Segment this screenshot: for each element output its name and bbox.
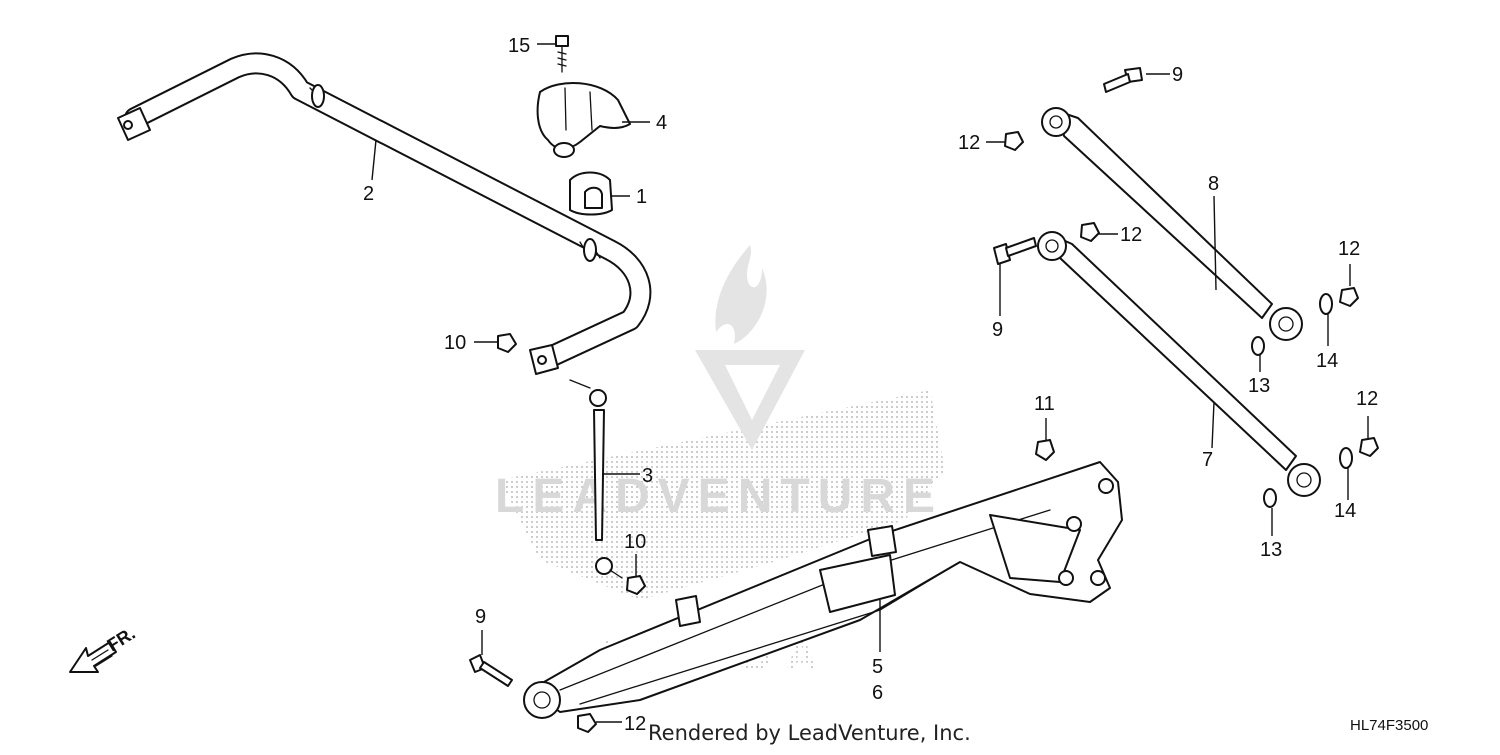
stabilizer-bar <box>117 52 652 375</box>
nut-10-b <box>626 575 646 595</box>
callout-9-arm-bolt: 9 <box>475 606 486 628</box>
bracket-4 <box>536 82 631 158</box>
rod-7 <box>1037 231 1321 497</box>
callout-4: 4 <box>656 112 667 134</box>
watermark-flame-icon <box>715 245 767 344</box>
callout-9-upper-bolt: 9 <box>1172 64 1183 86</box>
callout-14-upper: 14 <box>1316 350 1338 372</box>
watermark: LEADVENTURE HONDA <box>495 245 945 680</box>
diagram-code: HL74F3500 <box>1350 717 1428 734</box>
callout-15: 15 <box>508 35 530 57</box>
callout-9-mid-bolt: 9 <box>992 319 1003 341</box>
callout-14-lower: 14 <box>1334 500 1356 522</box>
nut-12-c <box>1080 222 1100 242</box>
trailing-arm <box>523 461 1123 719</box>
nut-12-a <box>577 713 597 733</box>
link-rod-3 <box>569 379 623 579</box>
bushing-1 <box>569 171 613 216</box>
bolt-9-a <box>469 654 513 687</box>
bolt-9-c <box>993 237 1037 265</box>
rod-8 <box>1041 107 1303 341</box>
callout-1: 1 <box>636 186 647 208</box>
watermark-v-logo-icon <box>695 350 805 450</box>
callout-6: 6 <box>872 682 883 704</box>
bolt-9-b <box>1103 67 1143 93</box>
front-arrow-icon <box>69 641 117 673</box>
callout-7: 7 <box>1202 449 1213 471</box>
watermark-text: LEADVENTURE <box>495 470 943 523</box>
washer-14-a <box>1319 293 1333 315</box>
watermark-honda-wing <box>500 390 945 600</box>
nut-11 <box>1035 439 1055 461</box>
callout-12-mid: 12 <box>1120 224 1142 246</box>
callouts: 15 4 1 2 10 3 10 9 12 5 6 9 12 8 12 9 12… <box>363 35 1378 735</box>
callout-12-upper-left: 12 <box>958 132 980 154</box>
render-credit: Rendered by LeadVenture, Inc. <box>648 721 971 745</box>
nut-12-e <box>1359 437 1379 457</box>
callout-12-arm-nut: 12 <box>624 713 646 735</box>
nut-10-a <box>497 333 517 353</box>
callout-13-upper: 13 <box>1248 375 1270 397</box>
callout-13-lower: 13 <box>1260 539 1282 561</box>
callout-11: 11 <box>1034 393 1055 415</box>
callout-12-right-lower: 12 <box>1356 388 1378 410</box>
leader-lines <box>371 43 1369 723</box>
callout-12-right-upper: 12 <box>1338 238 1360 260</box>
front-direction-indicator: FR. <box>69 623 139 673</box>
callout-10-lower: 10 <box>624 531 646 553</box>
callout-8: 8 <box>1208 173 1219 195</box>
bolt-15 <box>555 35 569 73</box>
callout-2: 2 <box>363 183 374 205</box>
washer-13-a <box>1251 336 1265 356</box>
nut-12-d <box>1339 287 1359 307</box>
callout-3: 3 <box>642 465 653 487</box>
nut-12-b <box>1004 131 1024 151</box>
callout-5: 5 <box>872 656 883 678</box>
washer-13-b <box>1263 488 1277 508</box>
washer-14-b <box>1339 447 1353 469</box>
callout-10-upper: 10 <box>444 332 466 354</box>
